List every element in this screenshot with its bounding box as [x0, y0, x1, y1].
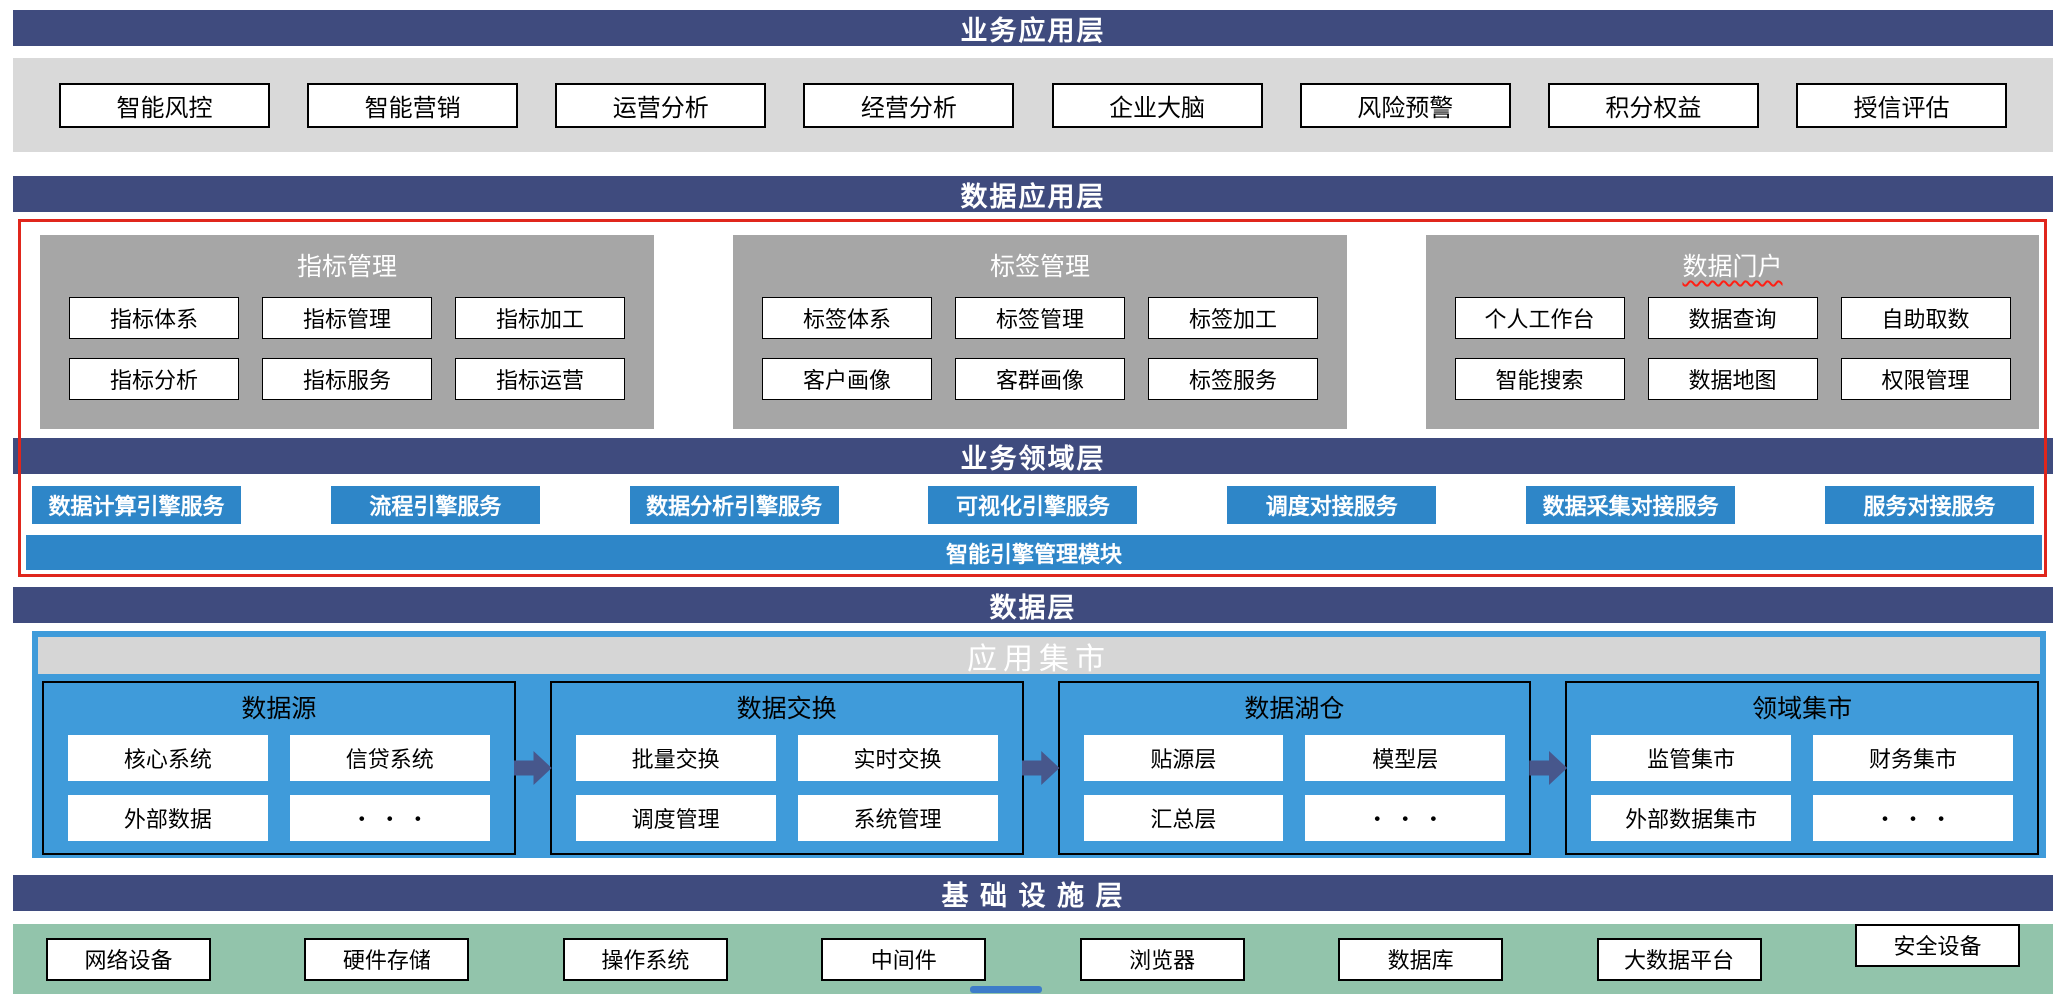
business-app-item: 积分权益: [1547, 82, 1759, 128]
portal-item: 权限管理: [1840, 358, 2011, 400]
portal-item: 自助取数: [1840, 297, 2011, 339]
indicator-item: 指标运营: [455, 358, 625, 400]
data-source-item: 外部数据: [68, 795, 268, 841]
data-exchange-item: 实时交换: [797, 735, 998, 781]
service-item: 服务对接服务: [1824, 486, 2034, 524]
portal-item: 个人工作台: [1454, 297, 1625, 339]
engine-management-module: 智能引擎管理模块: [26, 535, 2042, 570]
service-item: 数据计算引擎服务: [32, 486, 241, 524]
group-grid: 核心系统 信贷系统 外部数据 ・ ・ ・: [68, 735, 490, 841]
indicator-item: 指标分析: [69, 358, 239, 400]
panel-indicator-management: 指标管理 指标体系 指标管理 指标加工 指标分析 指标服务 指标运营: [40, 235, 654, 429]
application-mart-panel: 应用集市 数据源 核心系统 信贷系统 外部数据 ・ ・ ・ 数据交换 批量交换 …: [32, 631, 2046, 858]
service-item: 数据分析引擎服务: [629, 486, 839, 524]
lakehouse-item: 模型层: [1305, 735, 1506, 781]
infrastructure-item: 大数据平台: [1596, 937, 1762, 981]
panel-title: 标签管理: [989, 253, 1090, 281]
domain-mart-item: 外部数据集市: [1591, 795, 1792, 841]
indicator-item: 指标服务: [262, 358, 432, 400]
service-item: 调度对接服务: [1227, 486, 1437, 524]
infrastructure-band: 网络设备 硬件存储 操作系统 中间件 浏览器 数据库 大数据平台 安全设备: [13, 923, 2053, 994]
domain-mart-item: ・ ・ ・: [1813, 795, 2013, 841]
layer-header-business-domain: 业务领域层: [13, 438, 2053, 474]
right-arrow-icon: [513, 751, 552, 785]
group-grid: 监管集市 财务集市 外部数据集市 ・ ・ ・: [1591, 735, 2013, 841]
portal-item: 数据地图: [1647, 358, 1818, 400]
right-arrow-icon: [1529, 751, 1568, 785]
panel-title: 指标管理: [296, 253, 397, 281]
indicator-item: 指标管理: [262, 297, 432, 339]
data-exchange-item: 调度管理: [575, 795, 776, 841]
tag-item: 标签加工: [1148, 297, 1318, 339]
data-source-item: 信贷系统: [289, 735, 490, 781]
panel-grid: 标签体系 标签管理 标签加工 客户画像 客群画像 标签服务: [762, 297, 1318, 400]
group-grid: 批量交换 实时交换 调度管理 系统管理: [575, 735, 998, 841]
indicator-item: 指标体系: [69, 297, 239, 339]
business-app-item: 智能营销: [307, 82, 519, 128]
tag-item: 客群画像: [955, 358, 1125, 400]
tag-item: 标签管理: [955, 297, 1125, 339]
group-title: 领域集市: [1752, 696, 1853, 723]
infrastructure-item: 硬件存储: [304, 937, 470, 981]
engine-services-row: 数据计算引擎服务 流程引擎服务 数据分析引擎服务 可视化引擎服务 调度对接服务 …: [13, 486, 2053, 524]
layer-header-data-app: 数据应用层: [13, 176, 2053, 212]
data-source-item: ・ ・ ・: [289, 795, 490, 841]
data-flow-row: 数据源 核心系统 信贷系统 外部数据 ・ ・ ・ 数据交换 批量交换 实时交换 …: [42, 681, 2039, 855]
layer-header-data: 数据层: [13, 587, 2053, 623]
group-data-exchange: 数据交换 批量交换 实时交换 调度管理 系统管理: [549, 681, 1024, 855]
lakehouse-item: 汇总层: [1083, 795, 1284, 841]
lakehouse-item: 贴源层: [1083, 735, 1284, 781]
domain-mart-item: 监管集市: [1591, 735, 1792, 781]
flow-arrow-cell: [513, 681, 552, 855]
flow-arrow-cell: [1021, 681, 1060, 855]
lakehouse-item: ・ ・ ・: [1305, 795, 1506, 841]
group-title: 数据湖仓: [1244, 696, 1345, 723]
application-mart-title: 应用集市: [38, 637, 2040, 676]
portal-item: 数据查询: [1647, 297, 1818, 339]
infrastructure-item: 中间件: [821, 937, 987, 981]
layer-header-infrastructure: 基 础 设 施 层: [13, 875, 2053, 911]
data-exchange-item: 系统管理: [797, 795, 998, 841]
panel-title: 数据门户: [1682, 253, 1783, 281]
business-app-band: 智能风控 智能营销 运营分析 经营分析 企业大脑 风险预警 积分权益 授信评估: [13, 58, 2053, 152]
business-app-item: 智能风控: [59, 82, 270, 128]
infrastructure-item: 浏览器: [1079, 937, 1245, 981]
data-exchange-item: 批量交换: [575, 735, 776, 781]
business-app-item: 授信评估: [1795, 82, 2007, 128]
service-item: 可视化引擎服务: [928, 486, 1138, 524]
group-title: 数据交换: [736, 696, 837, 723]
data-source-item: 核心系统: [68, 735, 268, 781]
group-grid: 贴源层 模型层 汇总层 ・ ・ ・: [1083, 735, 1506, 841]
business-app-item: 风险预警: [1299, 82, 1511, 128]
layer-header-business-app: 业务应用层: [13, 10, 2053, 46]
service-item: 数据采集对接服务: [1526, 486, 1736, 524]
group-title: 数据源: [241, 696, 317, 723]
tag-item: 客户画像: [762, 358, 932, 400]
panel-grid: 指标体系 指标管理 指标加工 指标分析 指标服务 指标运营: [69, 297, 625, 400]
business-app-item: 企业大脑: [1051, 82, 1263, 128]
infrastructure-item: 数据库: [1338, 937, 1504, 981]
right-arrow-icon: [1021, 751, 1060, 785]
panel-tag-management: 标签管理 标签体系 标签管理 标签加工 客户画像 客群画像 标签服务: [733, 235, 1347, 429]
panel-data-portal: 数据门户 个人工作台 数据查询 自助取数 智能搜索 数据地图 权限管理: [1426, 235, 2039, 429]
group-data-source: 数据源 核心系统 信贷系统 外部数据 ・ ・ ・: [42, 681, 516, 855]
panel-grid: 个人工作台 数据查询 自助取数 智能搜索 数据地图 权限管理: [1454, 297, 2011, 400]
horizontal-scrollbar-thumb[interactable]: [970, 986, 1042, 993]
tag-item: 标签体系: [762, 297, 932, 339]
infrastructure-item: 操作系统: [562, 937, 728, 981]
tag-item: 标签服务: [1148, 358, 1318, 400]
group-domain-mart: 领域集市 监管集市 财务集市 外部数据集市 ・ ・ ・: [1565, 681, 2039, 855]
infrastructure-item: 安全设备: [1854, 923, 2020, 967]
portal-item: 智能搜索: [1454, 358, 1625, 400]
service-item: 流程引擎服务: [330, 486, 540, 524]
business-app-item: 运营分析: [555, 82, 767, 128]
business-app-item: 经营分析: [803, 82, 1015, 128]
flow-arrow-cell: [1529, 681, 1568, 855]
infrastructure-item: 网络设备: [46, 937, 211, 981]
domain-mart-item: 财务集市: [1813, 735, 2013, 781]
group-data-lakehouse: 数据湖仓 贴源层 模型层 汇总层 ・ ・ ・: [1057, 681, 1532, 855]
indicator-item: 指标加工: [455, 297, 625, 339]
